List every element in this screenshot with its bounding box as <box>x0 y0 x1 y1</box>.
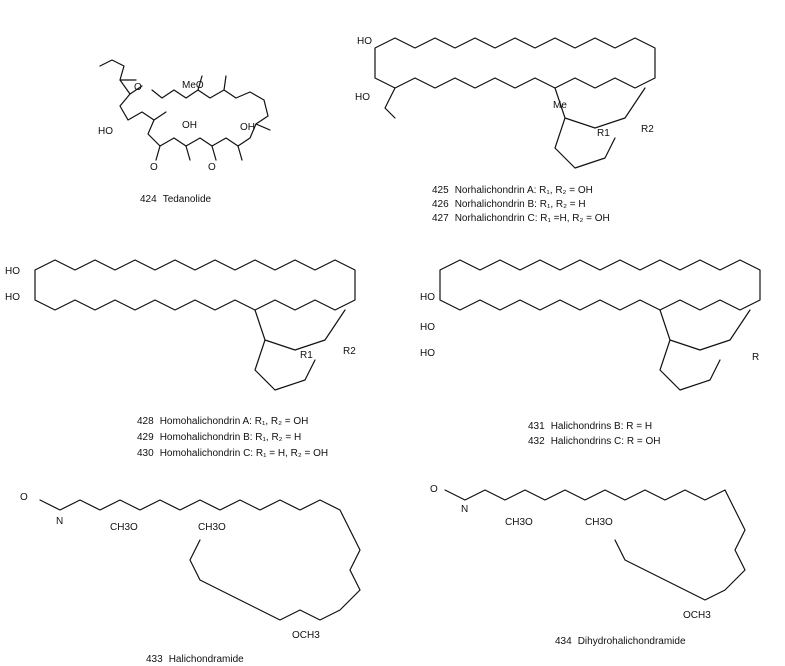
atom-ho: HO <box>355 92 370 103</box>
atom-o: O <box>134 82 142 93</box>
halichondramide-skeleton: O N CH3O CH3O OCH3 <box>20 492 361 641</box>
atom-ch3o: CH3O <box>198 522 226 533</box>
atom-ho: HO <box>98 126 113 137</box>
homohalichondrin-skeleton: HO HO R1 R2 <box>5 259 356 391</box>
atom-r1: R1 <box>597 128 610 139</box>
atom-ho: HO <box>5 292 20 303</box>
atom-me: Me <box>553 100 567 111</box>
atom-ho: HO <box>5 266 20 277</box>
atom-r1: R1 <box>300 350 313 361</box>
atom-ch3o: CH3O <box>505 517 533 528</box>
atom-ho: HO <box>357 36 372 47</box>
atom-r2: R2 <box>343 346 356 357</box>
tedanolide-skeleton: HO O MeO OH OH O O <box>98 59 271 173</box>
atom-o: O <box>150 162 158 173</box>
atom-o: O <box>20 492 28 503</box>
atom-o: O <box>430 484 438 495</box>
atom-n: N <box>56 516 63 527</box>
atom-ho: HO <box>420 292 435 303</box>
atom-ho: HO <box>420 322 435 333</box>
atom-oh: OH <box>182 120 197 131</box>
atom-oh: OH <box>240 122 255 133</box>
atom-ho: HO <box>420 348 435 359</box>
atom-och3: OCH3 <box>292 630 320 641</box>
atom-r2: R2 <box>641 124 654 135</box>
atom-meo: MeO <box>182 80 204 91</box>
atom-n: N <box>461 504 468 515</box>
atom-ch3o: CH3O <box>110 522 138 533</box>
halichondrin-skeleton: HO HO HO R <box>420 259 761 391</box>
atom-och3: OCH3 <box>683 610 711 621</box>
atom-o: O <box>208 162 216 173</box>
norhalichondrin-skeleton: HO HO R1 R2 Me <box>355 36 656 169</box>
atom-r: R <box>752 352 759 363</box>
atom-ch3o: CH3O <box>585 517 613 528</box>
dihydrohalichondramide-skeleton: O N CH3O CH3O OCH3 <box>430 484 746 621</box>
